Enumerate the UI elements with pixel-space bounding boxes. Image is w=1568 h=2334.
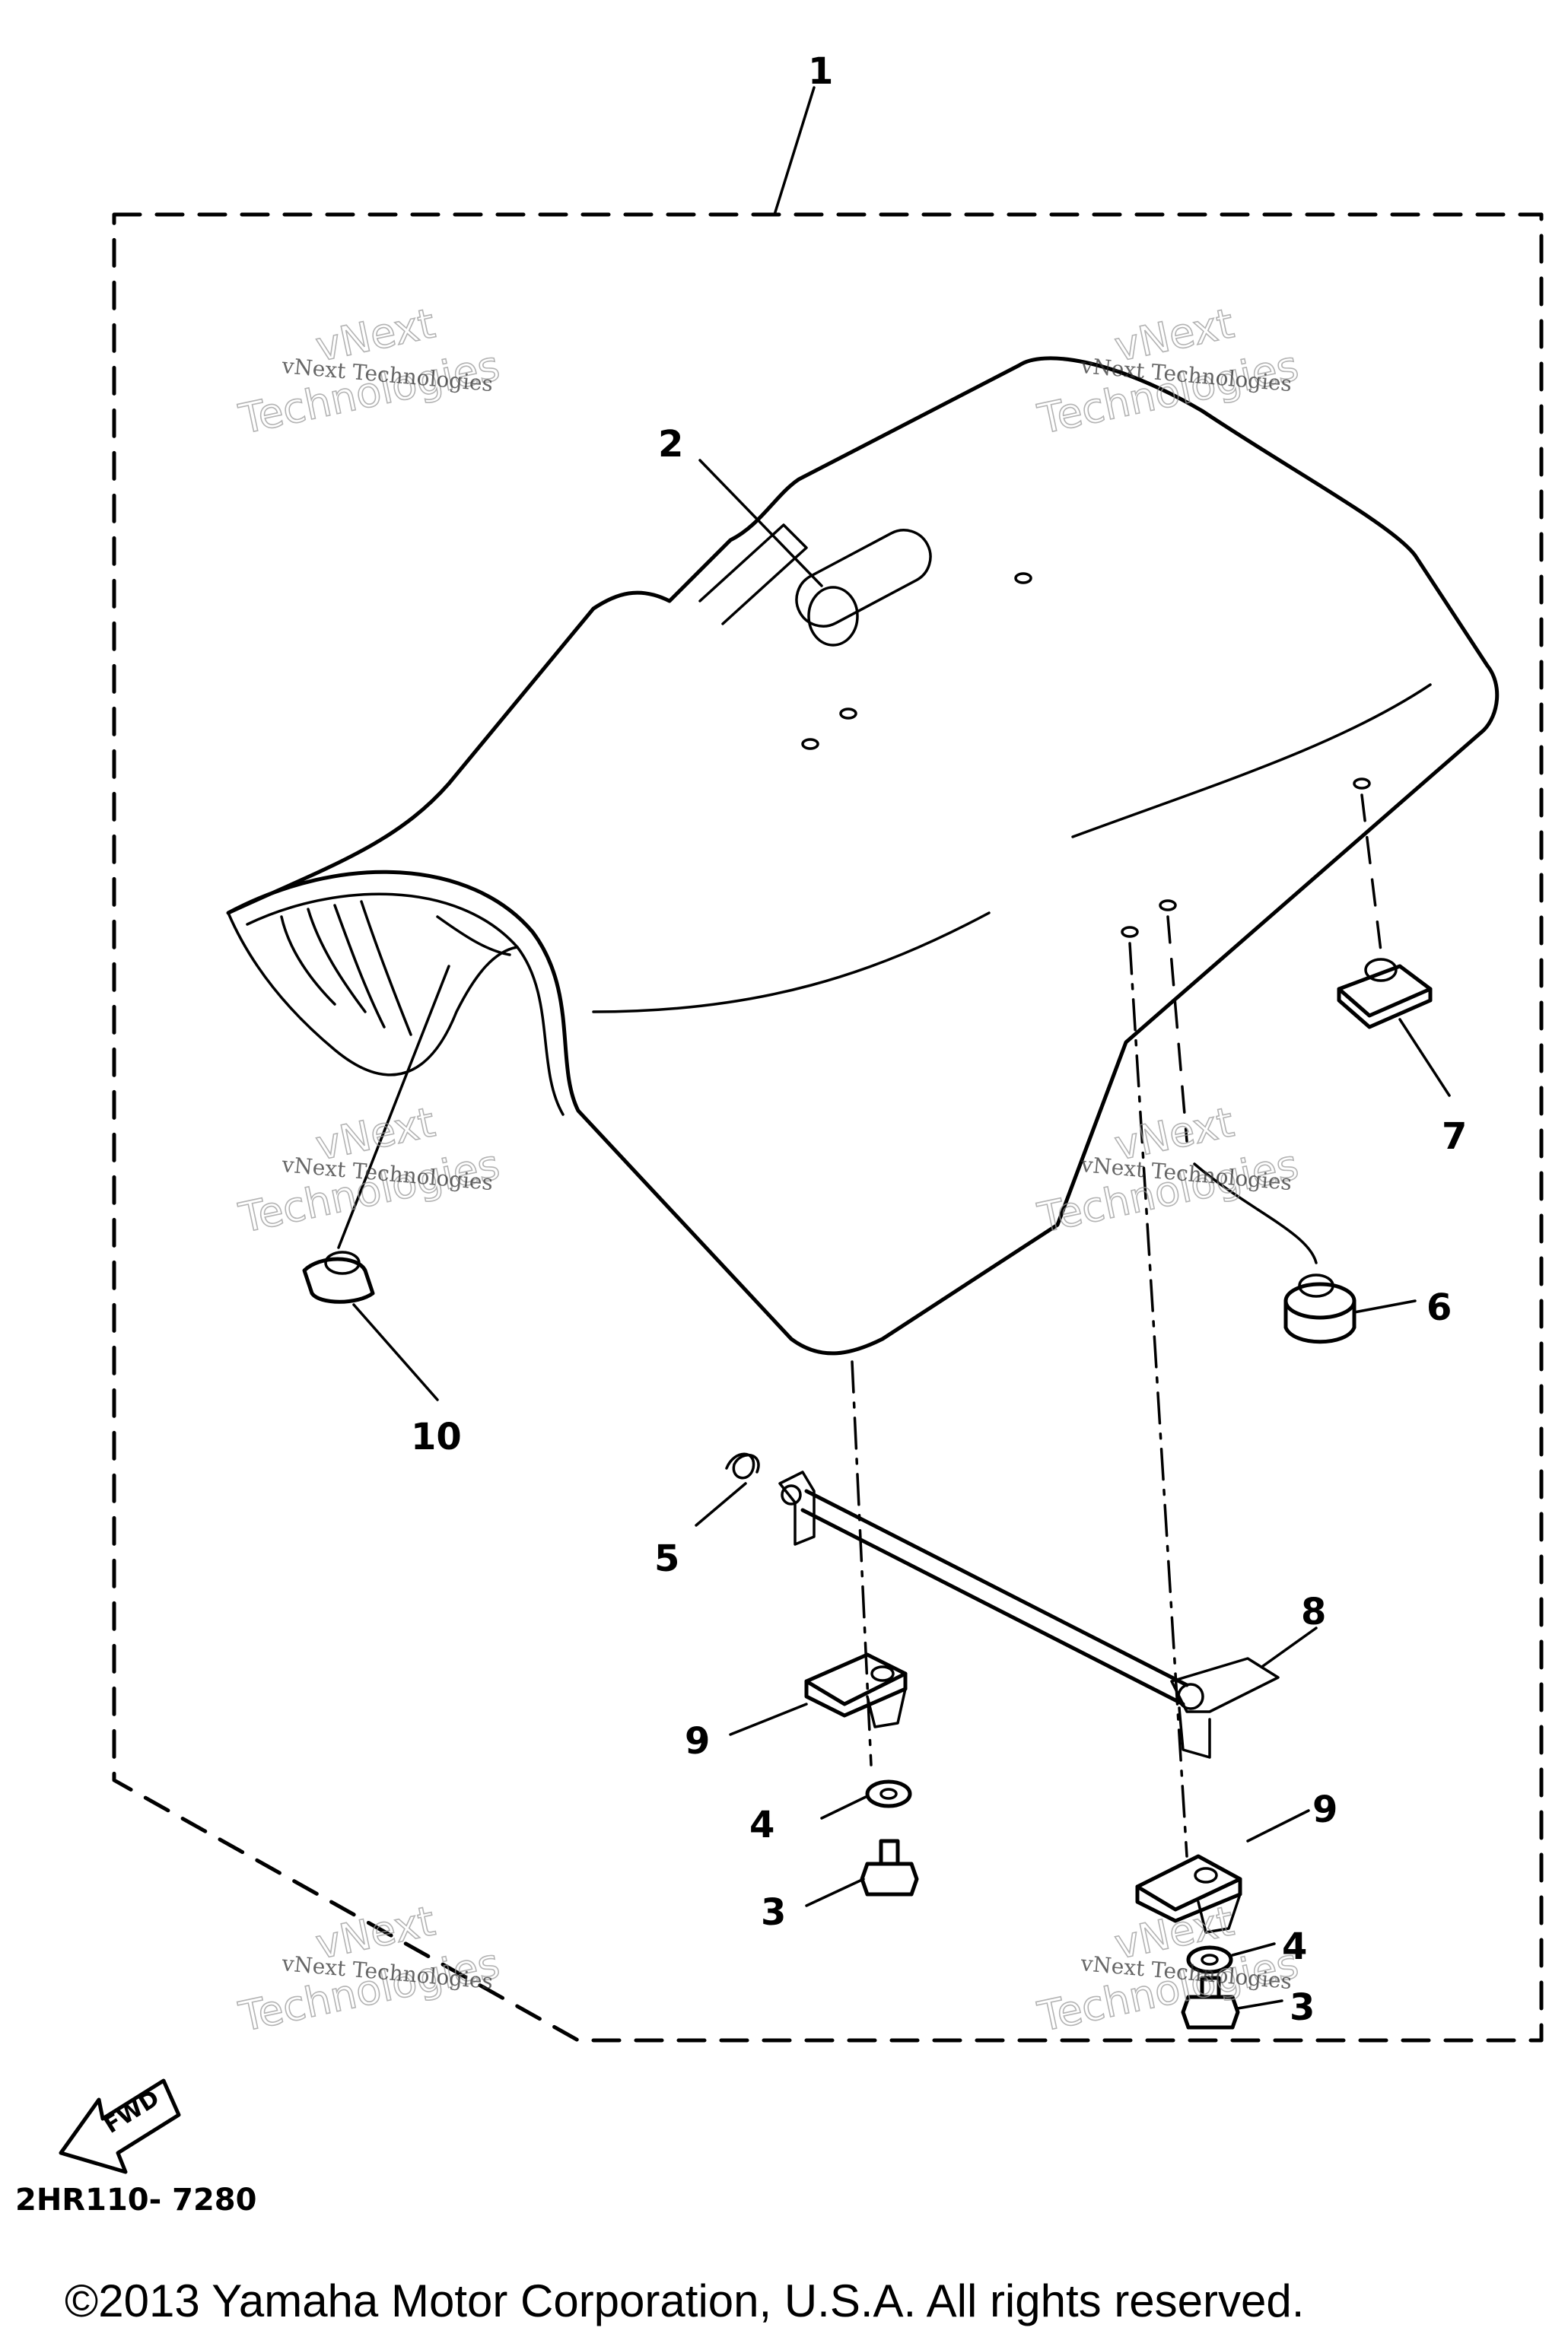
part-10-damper: [302, 965, 450, 1401]
callout-4b: 4: [1282, 1925, 1307, 1968]
watermark-bottom-right: Technologies vNext vNext Technologies: [1033, 1896, 1303, 2041]
part-9-bracket-a: [729, 1652, 908, 1736]
assembly-line-c: [1166, 915, 1188, 1143]
part-3-bolt-b: [1181, 1976, 1283, 2030]
watermark-mid-right: Technologies vNext vNext Technologies: [1033, 1097, 1303, 1242]
callout-6: 6: [1426, 1286, 1452, 1329]
callout-7: 7: [1442, 1115, 1467, 1158]
callout-4a: 4: [749, 1804, 774, 1846]
part-5-spring: [695, 1452, 760, 1527]
part-4-washer-b: [1186, 1942, 1276, 1974]
part-6-damper: [1193, 1162, 1417, 1344]
fwd-arrow-icon: FWD: [59, 2078, 181, 2174]
watermark-top-left: Technologies vNext vNext Technologies: [234, 298, 504, 444]
leader-2: [698, 459, 823, 587]
seat-assembly: [226, 356, 1500, 1356]
assembly-line-d: [1360, 793, 1382, 952]
assembly-line-b: [1128, 942, 1188, 1858]
watermark-mid-left: Technologies vNext vNext Technologies: [234, 1097, 504, 1242]
callout-3a: 3: [761, 1891, 786, 1934]
callout-10: 10: [411, 1416, 462, 1458]
callout-9a: 9: [685, 1720, 710, 1763]
callout-9b: 9: [1312, 1789, 1337, 1831]
part-8-lock-rod: [778, 1471, 1318, 1759]
part-9-bracket-b: [1135, 1809, 1310, 1934]
leader-1: [773, 86, 816, 216]
diagram-code: 2HR110- 7280: [15, 2183, 256, 2218]
callout-3b: 3: [1290, 1986, 1315, 2029]
callout-8: 8: [1301, 1591, 1326, 1633]
watermark-top-right: Technologies vNext vNext Technologies: [1033, 298, 1303, 444]
copyright-notice: ©2013 Yamaha Motor Corporation, U.S.A. A…: [65, 2275, 1304, 2326]
assembly-line-a: [851, 1360, 873, 1766]
watermark-bottom-left: Technologies vNext vNext Technologies: [234, 1896, 504, 2041]
part-3-bolt-a: [805, 1839, 919, 1907]
callout-1: 1: [808, 50, 833, 93]
callout-2: 2: [658, 423, 683, 466]
part-7-clip-nut: [1337, 958, 1451, 1097]
callout-5: 5: [654, 1537, 679, 1580]
assembly-boundary: [112, 212, 1544, 2043]
part-4-washer-a: [820, 1779, 912, 1820]
